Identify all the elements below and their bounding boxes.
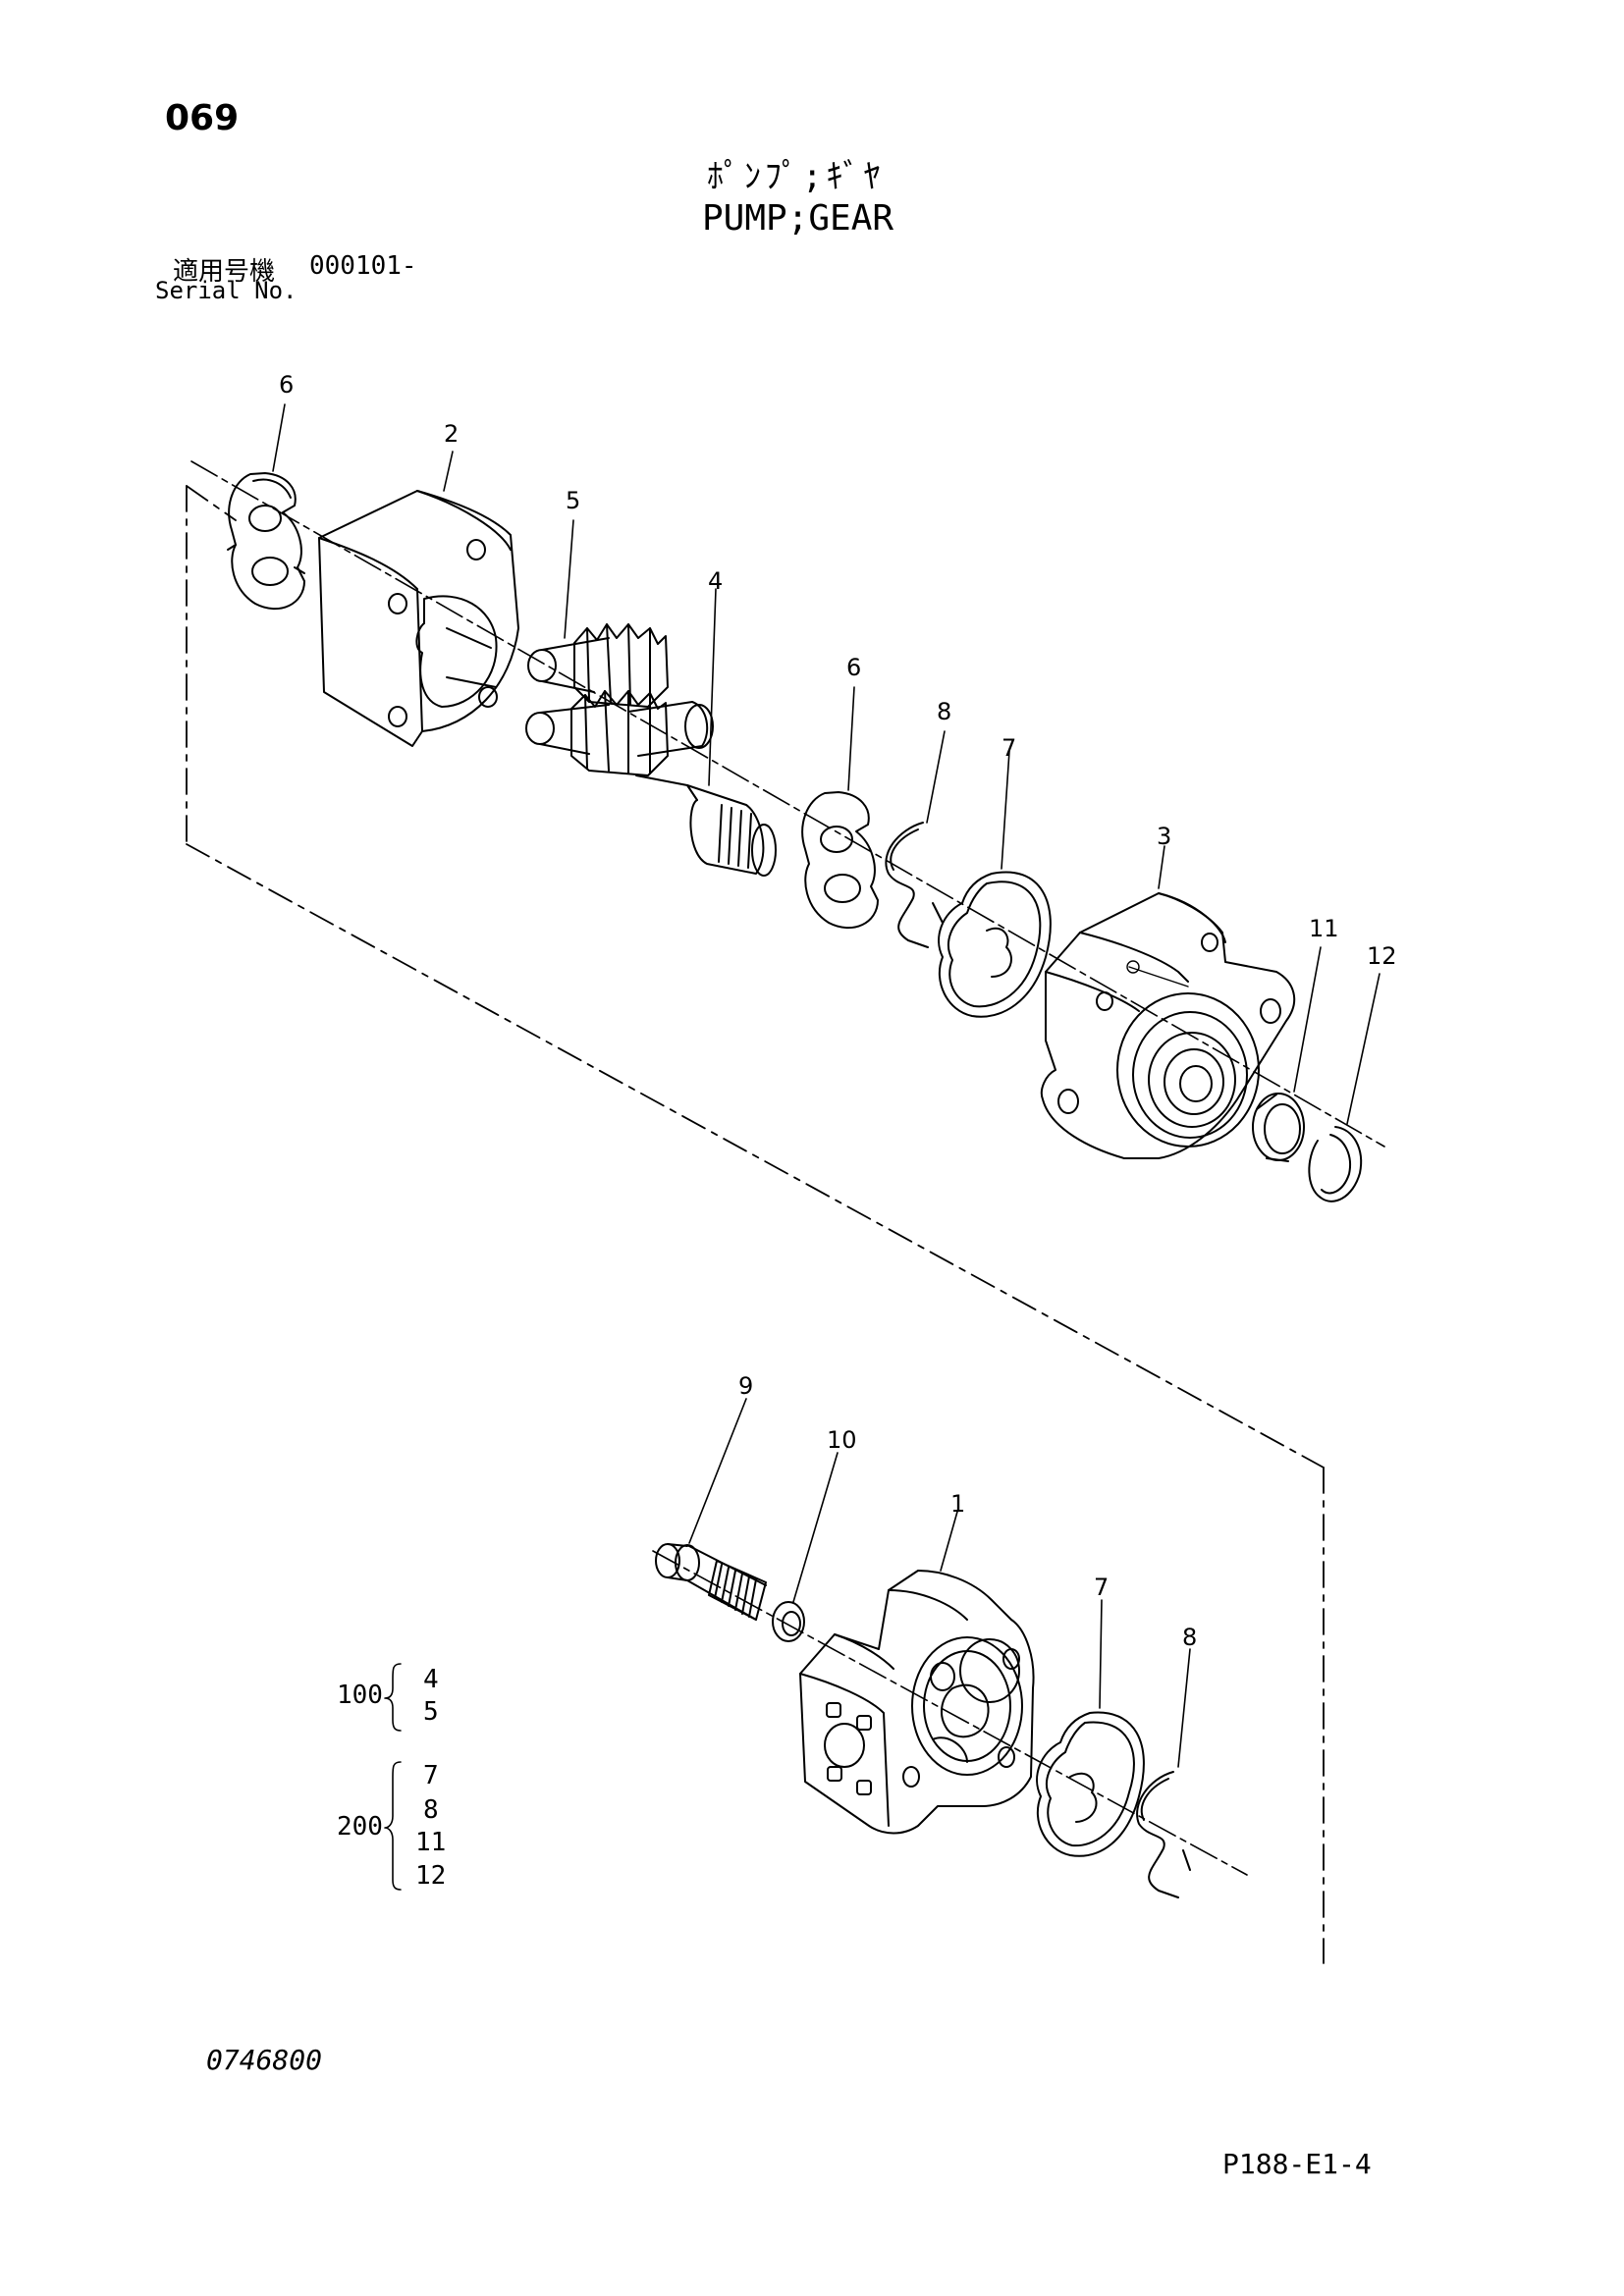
serial-value: 000101- — [309, 251, 417, 281]
callout-7-lower: 7 — [1094, 1574, 1109, 1601]
callout-8-lower: 8 — [1182, 1624, 1197, 1651]
group-number: 200 — [337, 1812, 383, 1842]
page-number: 069 — [165, 98, 240, 138]
part-11-oil-seal — [1252, 1093, 1305, 1162]
callout-10: 10 — [827, 1426, 857, 1454]
part-1-rear-body — [799, 1570, 1035, 1835]
callout-6: 6 — [279, 371, 294, 399]
part-5-gear-shaft — [527, 623, 714, 757]
upper-axis-line — [190, 460, 1385, 1148]
part-9-bolt — [655, 1543, 767, 1621]
part-10-washer — [772, 1601, 805, 1642]
callout-2: 2 — [444, 420, 459, 448]
part-6-thrust-plate-middle — [801, 791, 879, 929]
title-english: PUMP;GEAR — [702, 198, 894, 239]
part-4-spline-shaft — [525, 690, 777, 877]
callout-11: 11 — [1309, 915, 1339, 942]
title-japanese: ﾎﾟﾝﾌﾟ;ｷﾞﾔ — [707, 157, 885, 196]
part-7-seal-ring — [938, 871, 1052, 1018]
callout-12: 12 — [1367, 942, 1397, 970]
assembly-boundary — [186, 485, 1325, 1964]
callout-9: 9 — [738, 1372, 753, 1400]
group-item: 11 — [415, 1828, 447, 1857]
part-6-thrust-plate — [227, 472, 305, 610]
group-item: 7 — [423, 1761, 439, 1790]
drawing-number: 0746800 — [206, 2044, 323, 2076]
group-item: 5 — [423, 1697, 439, 1727]
callout-4: 4 — [708, 567, 723, 595]
group-item: 4 — [423, 1665, 439, 1694]
part-12-snap-ring — [1308, 1126, 1363, 1202]
lower-axis-line — [652, 1550, 1248, 1876]
callout-7: 7 — [1001, 734, 1016, 762]
group-item: 8 — [423, 1795, 439, 1825]
callout-6-middle: 6 — [846, 654, 861, 681]
callout-8: 8 — [937, 698, 951, 725]
serial-label-english: Serial No. — [155, 277, 298, 304]
group-braces — [384, 1663, 402, 1891]
callout-3: 3 — [1157, 823, 1171, 850]
part-3-front-cover — [1040, 892, 1296, 1159]
part-8-backup-ring-lower — [1136, 1771, 1191, 1898]
part-2-gear-housing — [318, 490, 519, 747]
group-item: 12 — [415, 1861, 447, 1891]
serial-label-japanese: 適用号機 — [173, 257, 276, 287]
part-7-seal-ring-lower — [1036, 1711, 1145, 1857]
callout-1: 1 — [950, 1490, 965, 1518]
callout-leaders — [272, 403, 1380, 1768]
part-8-backup-ring — [885, 822, 944, 948]
group-number: 100 — [337, 1681, 383, 1710]
callout-5: 5 — [566, 487, 580, 514]
footer-code: P188-E1-4 — [1222, 2148, 1372, 2180]
callout-labels: 6 2 5 4 6 8 7 3 11 12 9 10 1 7 8 — [279, 371, 1397, 1651]
